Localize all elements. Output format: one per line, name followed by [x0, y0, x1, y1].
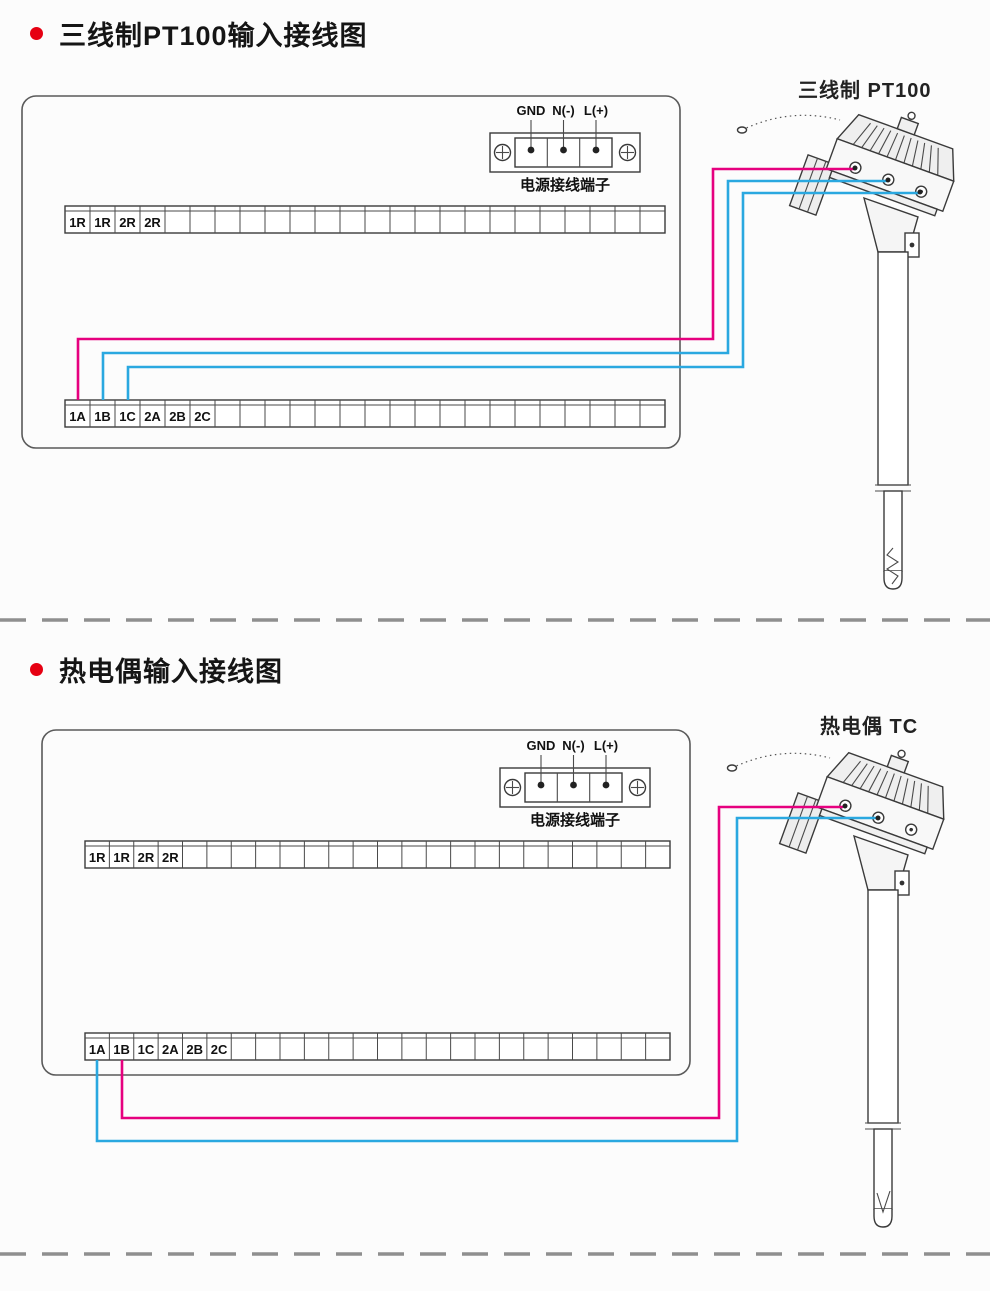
- terminal-cell-label: 1C: [138, 1042, 155, 1057]
- neutral-terminal-label: N(-): [552, 103, 574, 118]
- live-terminal-label: L(+): [584, 103, 608, 118]
- wire-1b-blue: [101, 179, 887, 400]
- terminal-cell-label: 1R: [113, 850, 130, 865]
- terminal-cell-label: 2C: [211, 1042, 228, 1057]
- pt100-spring-tip: [885, 547, 900, 585]
- bullet-icon: [30, 27, 43, 40]
- power-terminal-block-2: GND N(-) L(+) 电源接线端子: [499, 738, 651, 829]
- terminal-cell-label: 2A: [144, 409, 161, 424]
- section2-title: 热电偶输入接线图: [59, 657, 283, 687]
- terminal-cell-label: 2R: [162, 850, 179, 865]
- live-terminal-label: L(+): [594, 738, 618, 753]
- sensor1-label: 三线制 PT100: [798, 80, 932, 102]
- terminal-cell-label: 2A: [162, 1042, 179, 1057]
- terminal-cell-label: 1C: [119, 409, 136, 424]
- terminal-cell-label: 1R: [69, 215, 86, 230]
- terminal-cell-label: 1A: [69, 409, 86, 424]
- terminal-strip-2abc: 1A 1B 1C 2A 2B 2C: [84, 1032, 671, 1061]
- terminal-cell-label: 1R: [94, 215, 111, 230]
- instrument-panel-1: [21, 95, 681, 449]
- power-terminal-block-1: GND N(-) L(+) 电源接线端子: [489, 103, 641, 194]
- terminal-cell-label: 1R: [89, 850, 106, 865]
- terminal-cell-label: 1B: [113, 1042, 130, 1057]
- gnd-terminal-label: GND: [527, 738, 556, 753]
- terminal-cell-label: 2B: [169, 409, 186, 424]
- wire-joint: [875, 815, 881, 821]
- bullet-icon: [30, 663, 43, 676]
- wire-1a-blue: [95, 816, 876, 1143]
- terminal-cell-label: 2R: [138, 850, 155, 865]
- terminal-cell-label: 2C: [194, 409, 211, 424]
- wire-joint: [917, 189, 923, 195]
- terminal-cell-label: 2R: [119, 215, 136, 230]
- terminal-cell-label: 2B: [186, 1042, 203, 1057]
- terminal-cell-label: 1B: [94, 409, 111, 424]
- terminal-strip-2r: 1R 1R 2R 2R: [84, 840, 671, 869]
- wire-1c-blue: [126, 191, 919, 400]
- power-block-caption: 电源接线端子: [520, 176, 610, 194]
- neutral-terminal-label: N(-): [562, 738, 584, 753]
- terminal-strip-1r: 1R 1R 2R 2R: [64, 205, 666, 234]
- wire-1a-magenta: [76, 167, 855, 400]
- power-block-caption: 电源接线端子: [530, 811, 620, 829]
- section1-header: 三线制PT100输入接线图: [30, 14, 368, 53]
- wire-1b-magenta: [120, 805, 843, 1120]
- sensor2-label: 热电偶 TC: [820, 716, 919, 738]
- tc-v-tip: [876, 1190, 891, 1214]
- terminal-strip-1abc: 1A 1B 1C 2A 2B 2C: [64, 399, 666, 428]
- wire-joint: [852, 165, 858, 171]
- section1-title: 三线制PT100输入接线图: [59, 21, 368, 51]
- gnd-terminal-label: GND: [517, 103, 546, 118]
- instrument-panel-2: [41, 729, 691, 1076]
- terminal-cell-label: 1A: [89, 1042, 106, 1057]
- terminal-cell-label: 2R: [144, 215, 161, 230]
- wire-joint: [842, 803, 848, 809]
- wire-joint: [885, 177, 891, 183]
- section2-header: 热电偶输入接线图: [30, 650, 283, 689]
